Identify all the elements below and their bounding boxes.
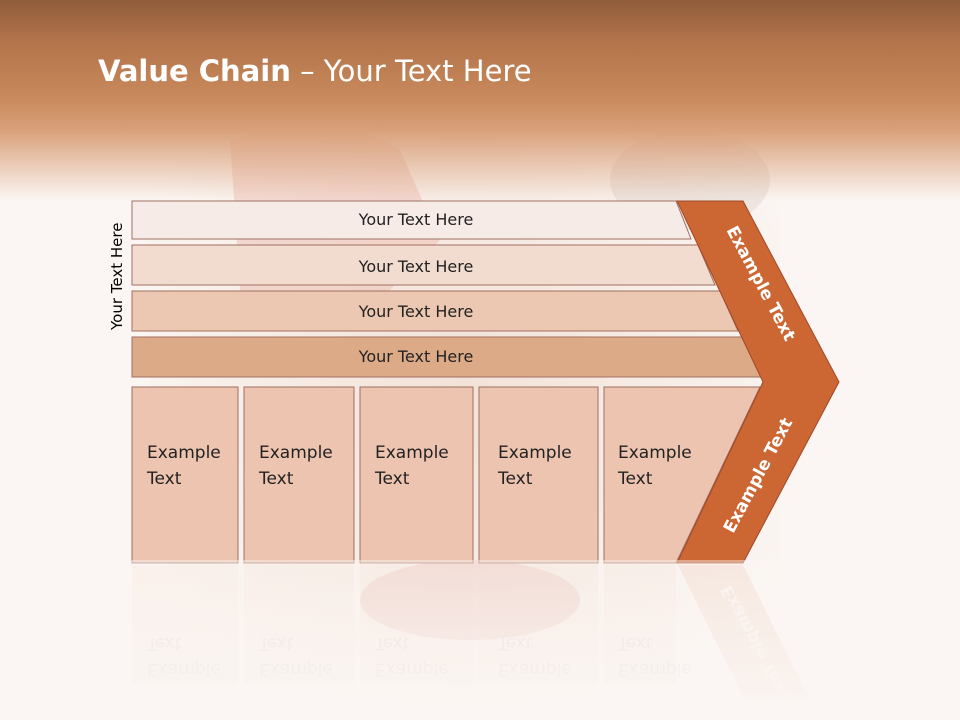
slide-title: Value Chain – Your Text Here [98, 54, 532, 88]
column-text-1: Example Text [147, 440, 221, 492]
column-4-line-1: Example [498, 443, 572, 463]
column-5-line-2-reflection: Text [618, 633, 653, 653]
bar-label-1: Your Text Here [358, 210, 474, 229]
column-5-line-1-reflection: Example [618, 659, 692, 679]
title-rest: – Your Text Here [290, 54, 532, 88]
bar-1[interactable] [131, 200, 692, 240]
bar-label-3: Your Text Here [358, 302, 474, 321]
column-text-4: Example Text [498, 440, 572, 492]
bar-label-4: Your Text Here [358, 347, 474, 366]
column-2-line-2: Text [259, 469, 294, 489]
reflection [132, 565, 810, 700]
column-text-5: Example Text [618, 440, 692, 492]
column-text-3: Example Text [375, 440, 449, 492]
column-1-line-2: Text [147, 469, 182, 489]
column-3-line-2-reflection: Text [375, 633, 410, 653]
column-1-line-1-reflection: Example [147, 659, 221, 679]
column-box-1[interactable] [131, 386, 239, 564]
column-2-line-2-reflection: Text [259, 633, 294, 653]
column-3-line-2: Text [375, 469, 410, 489]
bar-3[interactable] [131, 290, 739, 332]
column-5-line-2: Text [618, 469, 653, 489]
column-text-2-reflection: Example Text [259, 630, 333, 682]
column-box-3[interactable] [359, 386, 474, 564]
column-3-line-1: Example [375, 443, 449, 463]
column-text-1-reflection: Example Text [147, 630, 221, 682]
bar-label-2: Your Text Here [358, 257, 474, 276]
column-text-3-reflection: Example Text [375, 630, 449, 682]
column-text-2: Example Text [259, 440, 333, 492]
column-box-2[interactable] [243, 386, 355, 564]
column-4-line-1-reflection: Example [498, 659, 572, 679]
bar-2[interactable] [131, 244, 716, 286]
column-3-line-1-reflection: Example [375, 659, 449, 679]
header-band [0, 0, 960, 200]
column-5-line-1: Example [618, 443, 692, 463]
title-bold: Value Chain [98, 54, 291, 88]
column-text-4-reflection: Example Text [498, 630, 572, 682]
column-2-line-1-reflection: Example [259, 659, 333, 679]
column-4-line-2-reflection: Text [498, 633, 533, 653]
column-text-5-reflection: Example Text [618, 630, 692, 682]
column-4-line-2: Text [498, 469, 533, 489]
column-1-line-2-reflection: Text [147, 633, 182, 653]
column-1-line-1: Example [147, 443, 221, 463]
column-2-line-1: Example [259, 443, 333, 463]
